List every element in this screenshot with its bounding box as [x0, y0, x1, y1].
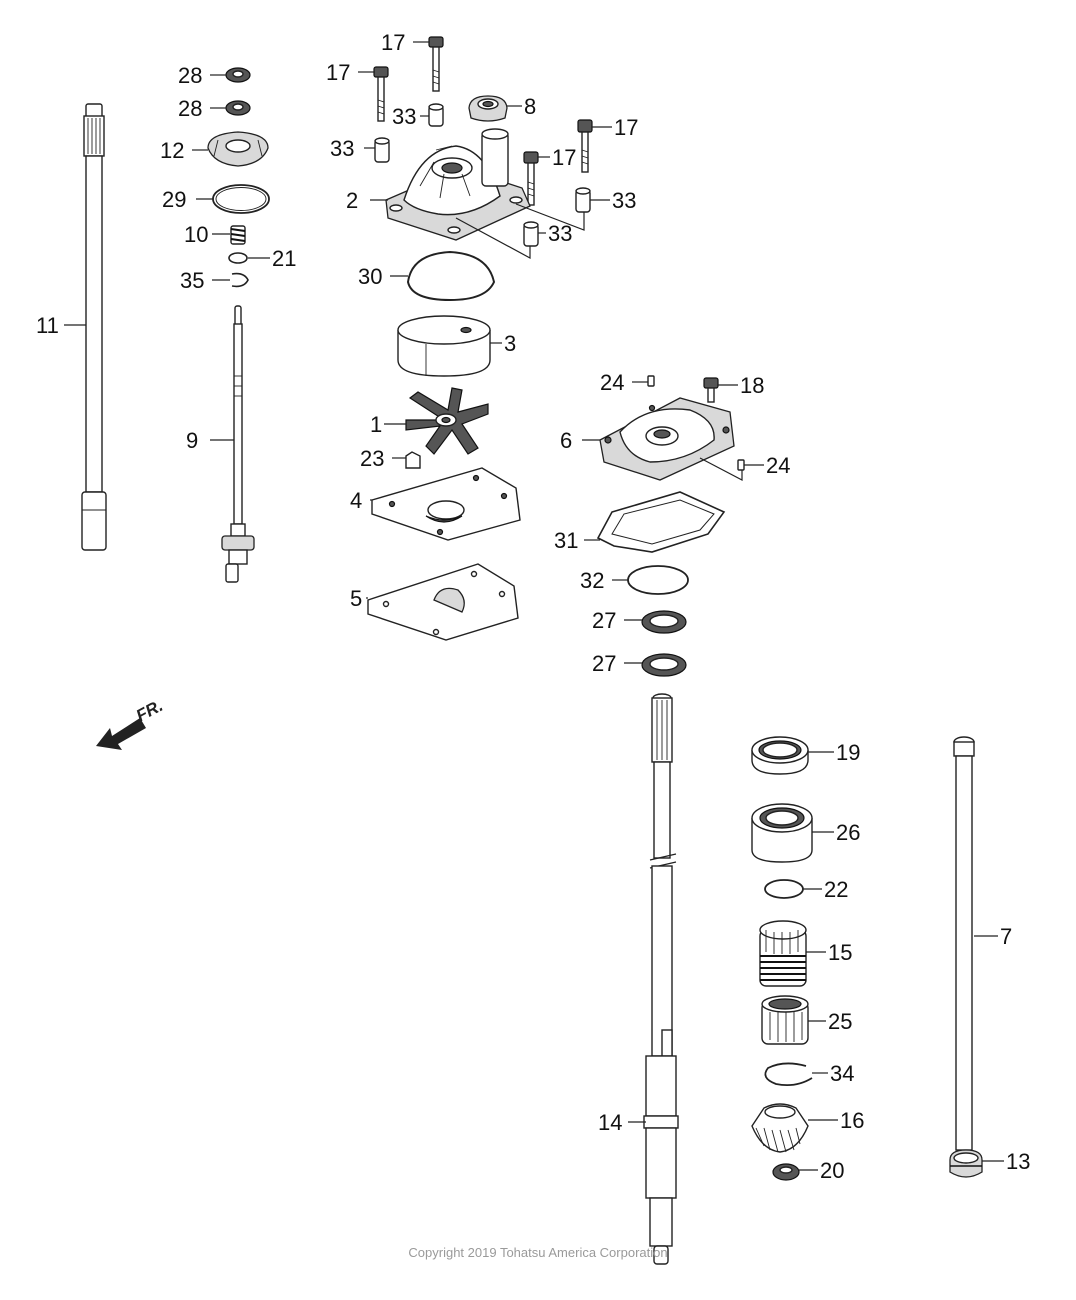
callout-11: 11 [36, 313, 59, 338]
callout-33-lower: 33 [548, 221, 572, 246]
callout-31: 31 [554, 528, 578, 553]
part-5-gasket-plate[interactable] [367, 563, 519, 641]
callout-17-left: 17 [326, 60, 350, 85]
callout-4: 4 [350, 488, 362, 513]
callout-27-upper: 27 [592, 608, 616, 633]
callout-21: 21 [272, 246, 296, 271]
part-16-pinion-gear[interactable] [751, 1103, 809, 1153]
part-7-water-tube[interactable] [953, 736, 975, 1151]
callout-14: 14 [598, 1110, 622, 1135]
part-19-bearing-ring[interactable] [751, 736, 809, 775]
callout-8: 8 [524, 94, 536, 119]
part-10-spring[interactable] [230, 225, 246, 245]
callout-17-top: 17 [381, 30, 405, 55]
part-28-seal-lower[interactable] [225, 100, 251, 116]
part-22-snap-ring[interactable] [764, 879, 804, 899]
callout-22: 22 [824, 877, 848, 902]
part-28-seal-upper[interactable] [225, 67, 251, 83]
part-33-dowel-left[interactable] [374, 137, 390, 163]
callout-30: 30 [358, 264, 382, 289]
part-20-nut[interactable] [772, 1163, 800, 1181]
callout-23: 23 [360, 446, 384, 471]
part-17-bolt-left[interactable] [373, 66, 389, 122]
callout-32: 32 [580, 568, 604, 593]
part-29-o-ring[interactable] [212, 184, 270, 214]
part-23-key[interactable] [405, 451, 421, 469]
part-31-gasket[interactable] [596, 491, 726, 553]
callout-33-left: 33 [330, 136, 354, 161]
callout-13: 13 [1006, 1149, 1030, 1174]
part-1-impeller[interactable] [405, 387, 489, 455]
copyright-notice: Copyright 2019 Tohatsu America Corporati… [408, 1245, 668, 1260]
callout-20: 20 [820, 1158, 844, 1183]
callout-2: 2 [346, 188, 358, 213]
part-12-housing-cap[interactable] [207, 131, 269, 167]
callout-10: 10 [184, 222, 208, 247]
part-13-grommet[interactable] [949, 1149, 983, 1178]
callout-9: 9 [186, 428, 198, 453]
part-17-bolt-top[interactable] [428, 36, 444, 92]
callout-15: 15 [828, 940, 852, 965]
part-9-shift-rod[interactable] [221, 305, 255, 583]
part-25-needle-bearing[interactable] [761, 995, 809, 1045]
part-17-bolt-right[interactable] [577, 119, 593, 173]
callout-27-lower: 27 [592, 651, 616, 676]
part-34-circlip[interactable] [764, 1062, 813, 1087]
callout-24-lower: 24 [766, 453, 790, 478]
callout-1: 1 [370, 412, 382, 437]
callout-18: 18 [740, 373, 764, 398]
part-35-clip[interactable] [231, 272, 249, 288]
part-27-oil-seal-upper[interactable] [641, 610, 687, 634]
callout-29: 29 [162, 187, 186, 212]
callout-17-mid: 17 [552, 145, 576, 170]
part-14-propeller-shaft[interactable] [643, 693, 679, 1265]
part-17-bolt-mid[interactable] [523, 151, 539, 206]
callout-35: 35 [180, 268, 204, 293]
part-3-insert-cartridge[interactable] [397, 315, 491, 377]
callout-5: 5 [350, 586, 362, 611]
part-32-o-ring[interactable] [627, 565, 689, 595]
part-33-dowel-upper[interactable] [428, 103, 444, 127]
part-18-bolt[interactable] [703, 377, 719, 403]
part-8-seal-holder[interactable] [468, 95, 508, 122]
part-21-washer[interactable] [228, 252, 248, 264]
callout-12: 12 [160, 138, 184, 163]
callout-28-upper: 28 [178, 63, 202, 88]
callout-7: 7 [1000, 924, 1012, 949]
part-27-oil-seal-lower[interactable] [641, 653, 687, 677]
part-11-drive-shaft[interactable] [81, 103, 107, 551]
callout-24-upper: 24 [600, 370, 624, 395]
callout-17-right: 17 [614, 115, 638, 140]
callout-33-upper: 33 [392, 104, 416, 129]
part-15-clutch-sleeve[interactable] [759, 920, 807, 987]
part-33-dowel-lower[interactable] [523, 221, 539, 247]
part-30-o-ring[interactable] [406, 250, 496, 302]
callout-25: 25 [828, 1009, 852, 1034]
front-direction-arrow: FR. [96, 696, 166, 750]
callout-26: 26 [836, 820, 860, 845]
callout-34: 34 [830, 1061, 854, 1086]
part-6-pump-base[interactable] [599, 397, 735, 481]
part-4-liner-plate[interactable] [371, 467, 521, 541]
callout-28-lower: 28 [178, 96, 202, 121]
part-2-pump-housing[interactable] [385, 128, 531, 241]
part-24-pin-upper[interactable] [647, 375, 655, 387]
callout-3: 3 [504, 331, 516, 356]
callout-16: 16 [840, 1108, 864, 1133]
part-24-pin-lower[interactable] [737, 459, 745, 471]
callout-6: 6 [560, 428, 572, 453]
part-26-bearing[interactable] [751, 803, 813, 863]
callout-19: 19 [836, 740, 860, 765]
callout-33-right: 33 [612, 188, 636, 213]
part-33-dowel-right[interactable] [575, 187, 591, 213]
